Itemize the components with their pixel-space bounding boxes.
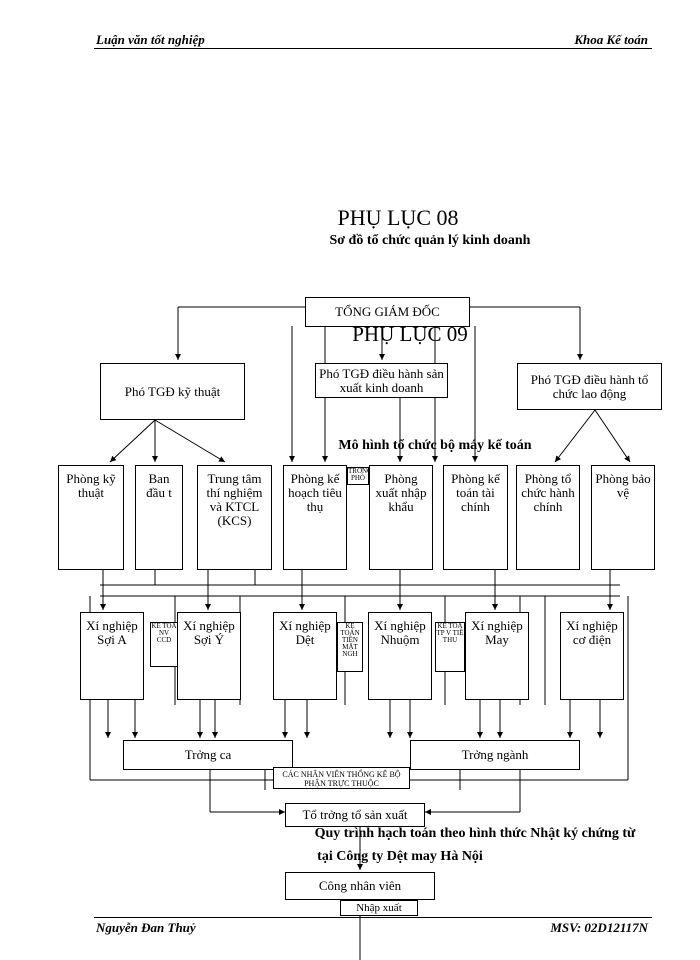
shift-lead-box: Trởng ca (123, 740, 293, 770)
footer-rule (94, 917, 652, 918)
factory-soi-y: Xí nghiệp Sợi Ý (177, 612, 241, 700)
header-left: Luận văn tốt nghiệp (96, 32, 205, 47)
ghost-label-4: KẾ TOÁ TP V TIỀ THU (435, 622, 465, 672)
sector-lead-box: Trởng ngành (410, 740, 580, 770)
footer-left: Nguyễn Đan Thuỷ (96, 920, 196, 935)
ceo-box: TỔNG GIÁM ĐỐC (305, 297, 470, 327)
dept-security: Phòng bảo vệ (591, 465, 655, 570)
ghost-label-2: KẾ TOÁ NV CCD (150, 622, 178, 667)
team-lead-box: Tổ trởng tổ sản xuất (285, 803, 425, 827)
ghost-label-3: KẾ TOÁN TIỀN MẶT NGH (337, 622, 363, 672)
dept-technical: Phòng kỹ thuật (58, 465, 124, 570)
vp-tech-box: Phó TGĐ kỹ thuật (100, 363, 245, 420)
dept-import-export: Phòng xuất nhập khẩu (369, 465, 433, 570)
vp-org-box: Phó TGĐ điều hành tổ chức lao động (517, 363, 662, 410)
factory-co-dien: Xí nghiệp cơ điện (560, 612, 624, 700)
process-title-line1: Quy trình hạch toán theo hình thức Nhật … (314, 826, 636, 841)
dept-finance: Phòng kế toán tài chính (443, 465, 508, 570)
accounting-model-overlay: Mô hình tổ chức bộ máy kế toán (338, 438, 532, 453)
header-right: Khoa Kế toán (574, 32, 648, 47)
factory-may: Xí nghiệp May (465, 612, 529, 700)
process-title-line2: tại Công ty Dệt may Hà Nội (317, 849, 483, 864)
dept-administration: Phòng tổ chức hành chính (516, 465, 580, 570)
ghost-label-1: TRỞNG PHÒ (347, 467, 369, 485)
appendix-title: PHỤ LỤC 08 (337, 205, 459, 230)
factory-soi-a: Xí nghiệp Sợi A (80, 612, 144, 700)
footer-right: MSV: 02D12117N (550, 920, 648, 935)
workers-box: Công nhân viên (285, 872, 435, 900)
dept-investment: Ban đầu t (135, 465, 183, 570)
ghost-label-5: CÁC NHÂN VIÊN THỐNG KÊ BỘ PHẬN TRỰC THUỘ… (273, 767, 410, 789)
ghost-label-6: Nhập xuất (340, 900, 418, 916)
factory-det: Xí nghiệp Dệt (273, 612, 337, 700)
header-rule (94, 48, 652, 49)
dept-planning: Phòng kế hoạch tiêu thụ (283, 465, 347, 570)
dept-test-center: Trung tâm thí nghiệm và KTCL (KCS) (197, 465, 272, 570)
chart-subtitle: Sơ đồ tổ chức quản lý kinh doanh (329, 233, 531, 248)
vp-prod-box: Phó TGĐ điều hành sản xuất kinh doanh (315, 363, 448, 398)
factory-nhuom: Xí nghiệp Nhuộm (368, 612, 432, 700)
